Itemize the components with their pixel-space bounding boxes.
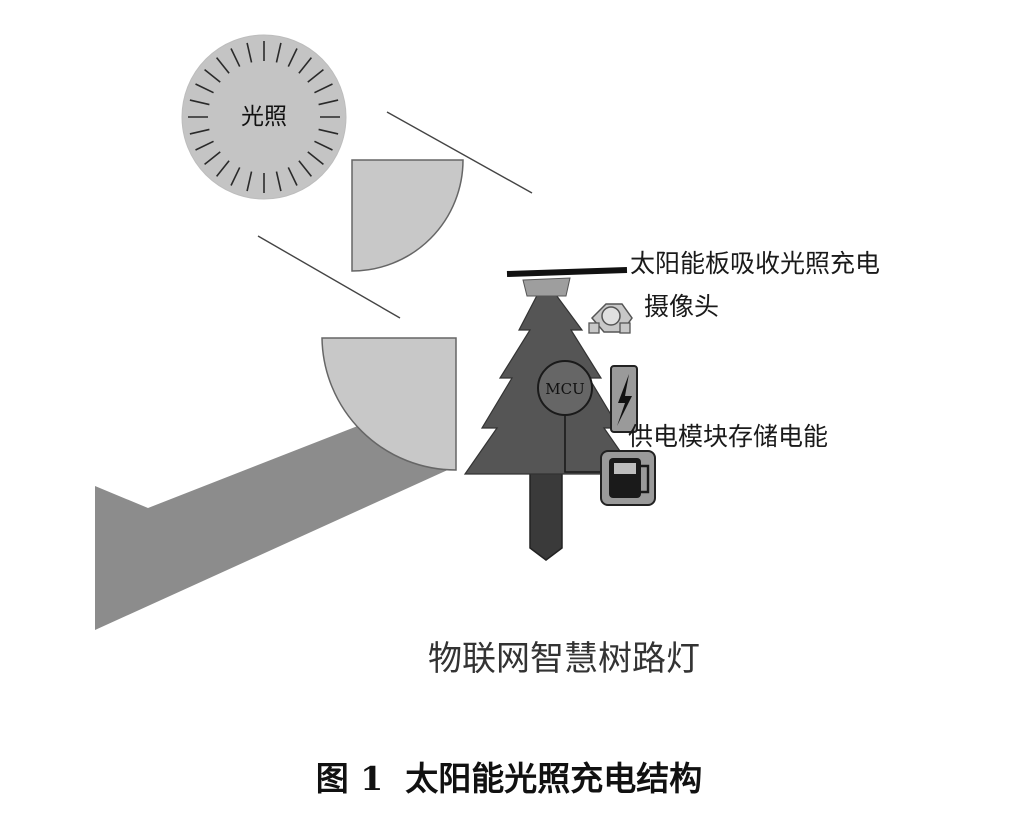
- battery-icon: [600, 450, 656, 506]
- sun-ray: [195, 140, 214, 151]
- sun-ray: [215, 160, 230, 177]
- sun-ray: [318, 128, 339, 135]
- mcu-chip: MCU: [537, 360, 593, 416]
- sun-ray: [307, 68, 324, 83]
- sun-ray: [287, 167, 298, 186]
- sun-ray: [215, 57, 230, 74]
- light-ray-line: [257, 235, 401, 319]
- sun-ray: [287, 48, 298, 67]
- figure-caption: 图 1 太阳能光照充电结构: [0, 752, 1018, 800]
- panel-bracket: [522, 277, 571, 297]
- sun-ray: [314, 83, 333, 94]
- sun-ray: [246, 42, 253, 63]
- sun-ray: [298, 57, 313, 74]
- tree-trunk: [529, 464, 563, 561]
- power-module-label: 供电模块存储电能: [628, 422, 829, 451]
- figure-number: 图 1: [315, 759, 384, 798]
- sun-ray: [230, 48, 241, 67]
- mcu-label: MCU: [545, 380, 584, 398]
- sun-ray: [195, 83, 214, 94]
- sun-ray: [189, 128, 210, 135]
- sun-ray: [314, 140, 333, 151]
- solar-panel-label: 太阳能板吸收光照充电: [630, 249, 881, 278]
- lightning-icon: [610, 365, 638, 433]
- sun-ray: [204, 151, 221, 166]
- diagram-title: 物联网智慧树路灯: [428, 639, 700, 679]
- sun-ray: [275, 42, 282, 63]
- sun-ray: [204, 68, 221, 83]
- sun-ray: [307, 151, 324, 166]
- reflector-upper: [351, 159, 464, 272]
- mcu-wire: [564, 415, 606, 473]
- figure-caption-text: 太阳能光照充电结构: [405, 759, 703, 798]
- light-beam: [95, 402, 452, 630]
- sun-ray: [230, 167, 241, 186]
- sun-ray: [275, 171, 282, 192]
- sun-ray: [189, 99, 210, 106]
- camera-icon: [588, 303, 633, 334]
- solar-panel: [506, 267, 628, 277]
- lamp-shade: [321, 337, 457, 471]
- sun-ray: [318, 99, 339, 106]
- light-ray-line: [386, 111, 533, 194]
- sun-ray: [298, 160, 313, 177]
- camera-label: 摄像头: [644, 292, 720, 321]
- sun-icon: 光照: [181, 34, 347, 200]
- sun-label: 光照: [241, 104, 287, 130]
- sun-ray: [246, 171, 253, 192]
